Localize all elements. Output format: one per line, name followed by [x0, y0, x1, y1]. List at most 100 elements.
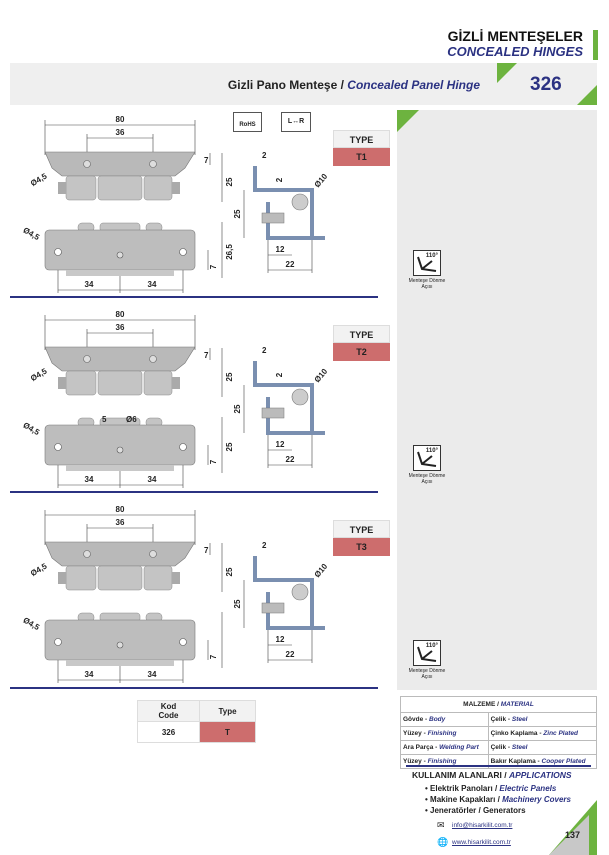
dim-spacing: 34: [148, 280, 157, 289]
rotation-angle-info: 110° Menteşe Dönme Açısı: [408, 250, 446, 290]
rotation-angle: 110°: [425, 448, 438, 454]
corner-decoration: [549, 815, 589, 855]
applications-title: KULLANIM ALANLARI / APPLICATIONS: [412, 770, 572, 780]
dim-thickness: 2: [262, 151, 267, 160]
rohs-badge: RoHS: [233, 112, 262, 132]
dim-hole-diameter: Ø4,5: [29, 366, 49, 383]
dim-width: 80: [116, 310, 125, 319]
dim-pin-diameter: Ø10: [313, 171, 330, 189]
green-bar: [593, 30, 598, 60]
rotation-angle-icon: 110°: [413, 250, 441, 276]
dim-height: 25: [225, 372, 234, 381]
rotation-angle-info: 110° Menteşe Dönme Açısı: [408, 640, 446, 680]
corner-decoration: [577, 85, 597, 105]
product-photo-panel: [397, 110, 597, 690]
dim-hole-diameter: Ø4,5: [21, 226, 41, 243]
title-en: CONCEALED HINGES: [447, 44, 583, 59]
material-part: Yüzey - Finishing: [400, 726, 489, 741]
type-header: TYPE: [333, 520, 390, 538]
dim-thickness: 2: [262, 541, 267, 550]
dim-side-inner: 12: [276, 440, 285, 449]
technical-drawing: 80 36 Ø4,5 7 25 Ø4,5 26,5 7 34 34 2 2 Ø1…: [21, 115, 330, 293]
dim-width: 80: [116, 115, 125, 124]
application-item: • Elektrik Panoları / Electric Panels: [425, 784, 557, 793]
type-value: T: [199, 721, 256, 743]
dim-side-inner: 12: [276, 635, 285, 644]
material-value: Çinko Kaplama - Zinc Plated: [487, 726, 598, 741]
rotation-label: Menteşe Dönme Açısı: [408, 668, 446, 680]
title-tr: GİZLİ MENTEŞELER: [447, 28, 583, 44]
dim-spacing: 34: [85, 670, 94, 679]
dim-spacing: 34: [148, 475, 157, 484]
dim-extra: Ø6: [126, 415, 137, 424]
dim-pin-diameter: Ø10: [313, 366, 330, 384]
product-code: 326: [530, 74, 562, 95]
dim-side-inner: 12: [276, 245, 285, 254]
dim-side-outer: 22: [286, 455, 295, 464]
dim-height-small: 7: [204, 156, 209, 165]
dim-spacing: 34: [85, 475, 94, 484]
email-link[interactable]: info@hisarkilit.com.tr: [452, 822, 513, 829]
dim-hole-diameter: Ø4,5: [29, 561, 49, 578]
dim-hole-spacing: 36: [116, 128, 125, 137]
type-header: Type: [199, 700, 256, 722]
material-part: Ara Parça - Welding Part: [400, 740, 489, 755]
divider: [406, 765, 591, 767]
dim-bottom-small: 7: [209, 654, 218, 659]
dim-height-small: 7: [204, 351, 209, 360]
rotation-angle-info: 110° Menteşe Dönme Açısı: [408, 445, 446, 485]
dim-height-small: 7: [204, 546, 209, 555]
rotation-angle-icon: 110°: [413, 445, 441, 471]
dim-hole-diameter: Ø4,5: [29, 171, 49, 188]
section-divider: [10, 687, 378, 689]
hinge-type-section: 80 36 Ø4,5 7 25 Ø4,5 7 34 34 2 Ø10 25 12…: [0, 500, 445, 690]
hinge-type-section: 80 36 Ø4,5 7 25 Ø4,5 25 7 34 34 5 Ø6 2 2…: [0, 305, 445, 495]
type-value: T1: [333, 148, 390, 166]
dim-hole-spacing: 36: [116, 323, 125, 332]
dim-hole-spacing: 36: [116, 518, 125, 527]
dim-width: 80: [116, 505, 125, 514]
dim-gap: 2: [275, 372, 284, 377]
rotation-angle: 110°: [425, 643, 438, 649]
dim-pin-diameter: Ø10: [313, 561, 330, 579]
dim-hole-diameter: Ø4,5: [21, 421, 41, 438]
dim-bottom-small: 7: [209, 264, 218, 269]
rotation-angle-icon: 110°: [413, 640, 441, 666]
left-right-badge: L↔R: [281, 112, 311, 132]
hinge-type-section: 80 36 Ø4,5 7 25 Ø4,5 26,5 7 34 34 2 2 Ø1…: [0, 110, 445, 300]
globe-icon: 🌐: [437, 837, 449, 847]
dim-side-outer: 22: [286, 260, 295, 269]
rotation-angle: 110°: [425, 253, 438, 259]
dim-bottom-small: 7: [209, 459, 218, 464]
material-part: Gövde - Body: [400, 712, 489, 727]
dim-height: 25: [225, 177, 234, 186]
subtitle: Gizli Pano Menteşe / Concealed Panel Hin…: [0, 78, 480, 92]
type-value: T2: [333, 343, 390, 361]
page-number: 137: [565, 830, 581, 840]
dim-side-height: 25: [233, 209, 242, 218]
type-header: TYPE: [333, 325, 390, 343]
website-link[interactable]: www.hisarkilit.com.tr: [452, 839, 511, 846]
dim-spacing: 34: [148, 670, 157, 679]
application-item: • Makine Kapakları / Machinery Covers: [425, 795, 571, 804]
code-value: 326: [137, 721, 200, 743]
material-value: Çelik - Steel: [487, 712, 598, 727]
dim-side-height: 25: [233, 404, 242, 413]
dim-hole-diameter: Ø4,5: [21, 616, 41, 633]
dim-extra: 5: [102, 415, 107, 424]
dim-side-outer: 22: [286, 650, 295, 659]
rotation-label: Menteşe Dönme Açısı: [408, 473, 446, 485]
application-item: • Jeneratörler / Generators: [425, 806, 526, 815]
type-header: TYPE: [333, 130, 390, 148]
rotation-label: Menteşe Dönme Açısı: [408, 278, 446, 290]
material-title: MALZEME / MATERIAL: [400, 696, 597, 713]
technical-drawing: 80 36 Ø4,5 7 25 Ø4,5 25 7 34 34 5 Ø6 2 2…: [21, 310, 330, 488]
